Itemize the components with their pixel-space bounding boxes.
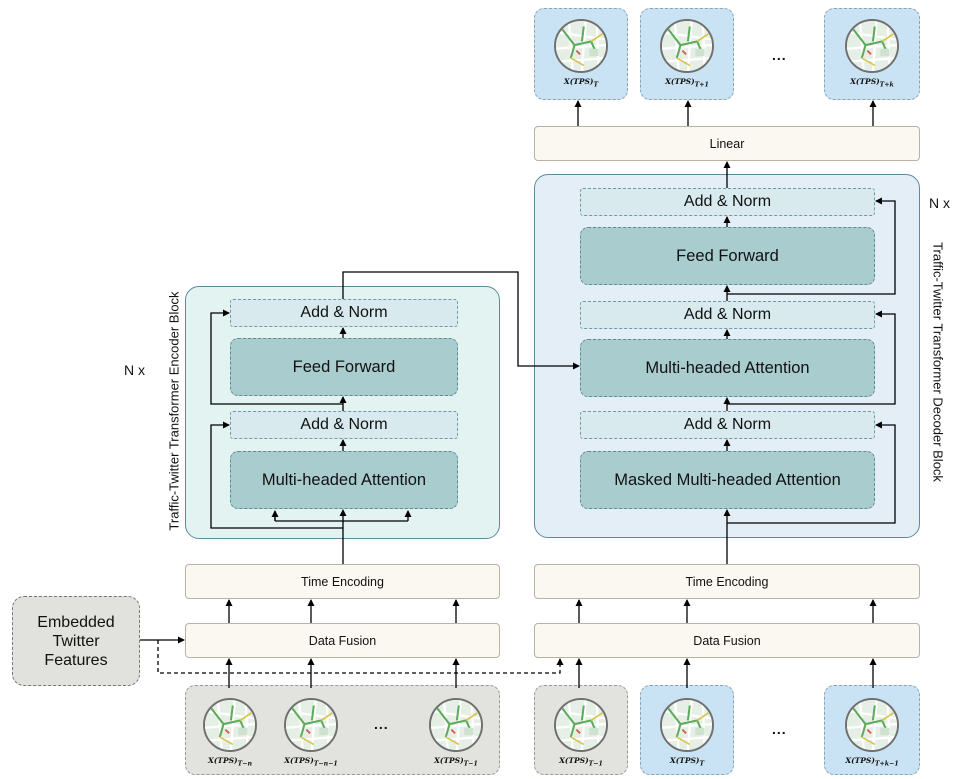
decoder-linear: Linear — [534, 126, 920, 161]
traffic-map-thumbnail-icon — [845, 19, 899, 73]
decoder-input-caption: X(TPS)T — [669, 755, 705, 768]
encoder-add-norm-bottom: Add & Norm — [230, 411, 458, 439]
twitter-line1: Embedded — [37, 613, 115, 631]
decoder-input-tile: X(TPS)T+k−1 — [830, 691, 914, 770]
traffic-map-thumbnail-icon — [429, 698, 483, 752]
encoder-feed-forward: Feed Forward — [230, 338, 458, 396]
encoder-data-fusion: Data Fusion — [185, 623, 500, 658]
encoder-input-tile: X(TPS)T−n−1 — [269, 691, 353, 770]
traffic-map-thumbnail-icon — [203, 698, 257, 752]
decoder-output-caption: X(TPS)T — [563, 76, 599, 89]
decoder-input-caption: X(TPS)T−1 — [559, 755, 603, 768]
encoder-input-ellipsis: ... — [374, 716, 389, 732]
traffic-map-thumbnail-icon — [554, 19, 608, 73]
encoder-input-caption: X(TPS)T−n−1 — [284, 755, 338, 768]
traffic-map-thumbnail-icon — [845, 698, 899, 752]
traffic-map-thumbnail-icon — [554, 698, 608, 752]
decoder-output-caption: X(TPS)T+k — [850, 76, 894, 89]
decoder-n-label: N x — [929, 195, 950, 211]
encoder-input-tile: X(TPS)T−n — [188, 691, 272, 770]
decoder-block-label: Traffic-Twitter Transformer Decoder Bloc… — [930, 242, 946, 482]
decoder-input-ellipsis: ... — [772, 721, 787, 737]
encoder-add-norm-top: Add & Norm — [230, 299, 458, 327]
decoder-output-caption: X(TPS)T+1 — [665, 76, 709, 89]
decoder-time-encoding: Time Encoding — [534, 564, 920, 599]
encoder-multi-headed-attention: Multi-headed Attention — [230, 451, 458, 509]
decoder-output-ellipsis: ... — [772, 47, 787, 63]
decoder-data-fusion: Data Fusion — [534, 623, 920, 658]
encoder-input-caption: X(TPS)T−1 — [434, 755, 478, 768]
decoder-output-tile-content: X(TPS)T — [539, 12, 623, 91]
embedded-twitter-features: Embedded Twitter Features — [12, 596, 140, 686]
encoder-block-label: Traffic-Twitter Transformer Encoder Bloc… — [166, 291, 182, 531]
decoder-add-norm-top: Add & Norm — [580, 188, 875, 216]
decoder-feed-forward: Feed Forward — [580, 227, 875, 285]
decoder-output-tile-content: X(TPS)T+1 — [645, 12, 729, 91]
decoder-add-norm-mid: Add & Norm — [580, 301, 875, 329]
decoder-masked-attention: Masked Multi-headed Attention — [580, 451, 875, 509]
decoder-input-tile: X(TPS)T−1 — [539, 691, 623, 770]
encoder-time-encoding: Time Encoding — [185, 564, 500, 599]
encoder-n-label: N x — [124, 362, 145, 378]
decoder-add-norm-bottom: Add & Norm — [580, 411, 875, 439]
traffic-map-thumbnail-icon — [284, 698, 338, 752]
twitter-line2: Twitter — [52, 632, 100, 650]
decoder-input-tile: X(TPS)T — [645, 691, 729, 770]
decoder-input-caption: X(TPS)T+k−1 — [845, 755, 899, 768]
traffic-map-thumbnail-icon — [660, 698, 714, 752]
decoder-multi-headed-attention: Multi-headed Attention — [580, 339, 875, 397]
decoder-output-tile-content: X(TPS)T+k — [830, 12, 914, 91]
encoder-input-tile: X(TPS)T−1 — [414, 691, 498, 770]
twitter-line3: Features — [44, 651, 108, 669]
traffic-map-thumbnail-icon — [660, 19, 714, 73]
encoder-input-caption: X(TPS)T−n — [208, 755, 252, 768]
